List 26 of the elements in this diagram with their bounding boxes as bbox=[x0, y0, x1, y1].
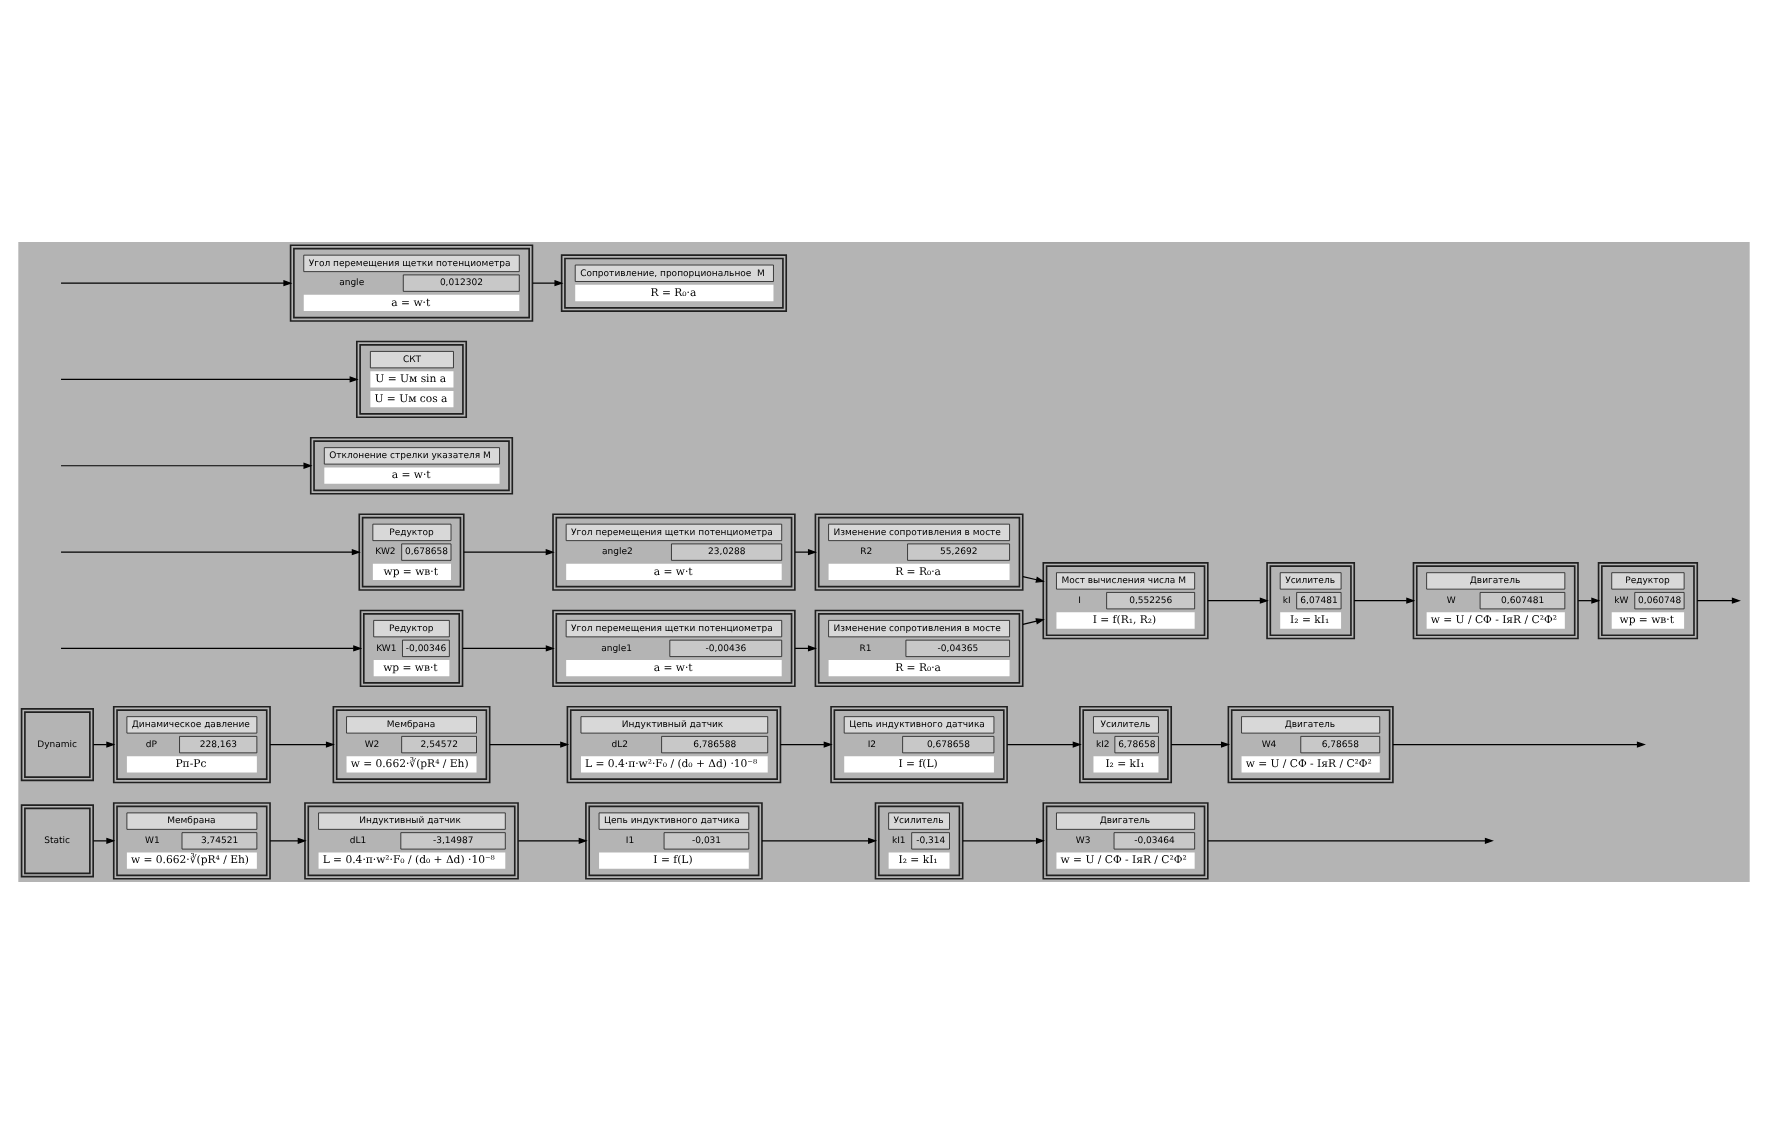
arrow bbox=[462, 644, 555, 651]
arrow bbox=[794, 547, 817, 555]
arrow bbox=[60, 461, 313, 468]
arrow bbox=[1022, 574, 1045, 582]
arrow bbox=[1353, 596, 1416, 603]
arrow bbox=[60, 375, 359, 382]
arrow bbox=[269, 836, 307, 844]
arrow bbox=[1170, 740, 1231, 747]
arrow bbox=[779, 740, 833, 747]
arrow bbox=[532, 278, 564, 286]
arrow bbox=[962, 836, 1046, 844]
arrow bbox=[1207, 836, 1494, 844]
arrow bbox=[517, 836, 588, 844]
arrow bbox=[761, 836, 878, 844]
arrow bbox=[1022, 617, 1045, 624]
arrow bbox=[1207, 596, 1269, 603]
arrow bbox=[1006, 740, 1082, 747]
arrow bbox=[269, 740, 335, 747]
arrow bbox=[60, 278, 293, 286]
arrow bbox=[463, 547, 555, 555]
arrow bbox=[1392, 740, 1646, 747]
arrow bbox=[60, 644, 363, 651]
arrow bbox=[1696, 596, 1741, 603]
arrow bbox=[489, 740, 570, 747]
arrow bbox=[60, 547, 361, 555]
arrow bbox=[92, 836, 116, 844]
